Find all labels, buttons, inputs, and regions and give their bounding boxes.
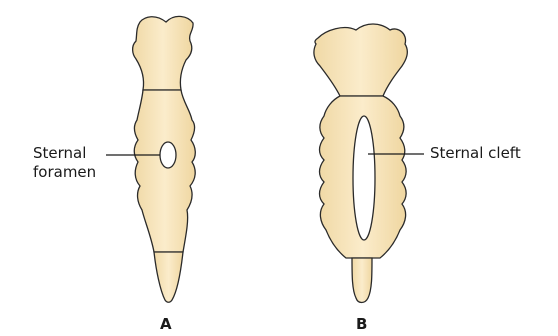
sternum-a-body	[134, 90, 195, 252]
sternum-b-xiphoid	[352, 258, 372, 303]
sternum-a-manubrium	[133, 16, 193, 90]
sternum-a-xiphoid	[154, 252, 183, 302]
sternal-foramen-label-line2: foramen	[33, 163, 96, 182]
sternal-cleft-label: Sternal cleft	[430, 144, 521, 163]
sternal-foramen-hole	[160, 142, 176, 168]
sternal-foramen-label: Sternal foramen	[33, 144, 96, 182]
caption-a: A	[160, 315, 172, 333]
sternum-b-manubrium	[314, 24, 407, 96]
sternal-foramen-label-line1: Sternal	[33, 144, 96, 163]
sternum-b	[314, 24, 407, 303]
sternum-a	[133, 16, 196, 302]
sternal-cleft-hole	[353, 116, 375, 240]
caption-b: B	[356, 315, 367, 333]
